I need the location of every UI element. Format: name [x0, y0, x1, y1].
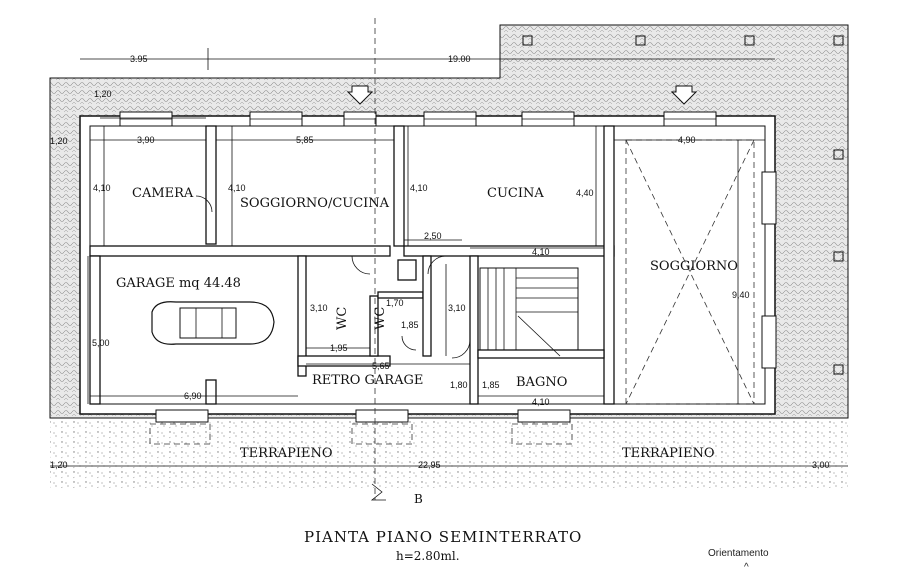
dim-180: 1,80	[450, 380, 468, 390]
windows-bottom	[149, 409, 573, 445]
dim-bagno-height: 1,85	[482, 380, 500, 390]
dim-wc1-width: 1,95	[330, 343, 348, 353]
windows-top	[119, 111, 717, 127]
dim-wc2-height: 1,85	[401, 320, 419, 330]
terrapieno-right: TERRAPIENO	[622, 446, 715, 461]
room-camera: CAMERA	[132, 186, 194, 201]
terrapieno-left: TERRAPIENO	[240, 446, 333, 461]
dim-bagno-width: 4,10	[532, 397, 550, 407]
room-soggiorno: SOGGIORNO	[650, 259, 738, 274]
windows-right	[761, 171, 777, 369]
dim-garage-height: 5,00	[92, 338, 110, 348]
drawing-subtitle: h=2.80ml.	[396, 549, 460, 563]
dim-soggiorno-cucina-width: 5,85	[296, 135, 314, 145]
room-cucina: CUCINA	[487, 186, 544, 201]
dim-bottom-right: 3,00	[812, 460, 830, 470]
room-garage: GARAGE mq 44.48	[116, 276, 241, 291]
dim-wc1-height: 3,10	[310, 303, 328, 313]
dim-250: 2,50	[424, 231, 442, 241]
room-bagno: BAGNO	[516, 375, 567, 390]
dim-soggiorno-width: 4,90	[678, 135, 696, 145]
dim-cucina-height-2: 4,40	[576, 188, 594, 198]
dim-120-b: 1,20	[50, 136, 68, 146]
dim-soggiorno-cucina-height: 4,10	[228, 183, 246, 193]
section-marker: B	[370, 483, 423, 506]
pillar-markers	[522, 35, 844, 375]
room-wc-2: WC	[373, 307, 388, 330]
dim-retro-width: 5,65	[372, 361, 390, 371]
section-mark-label: B	[414, 492, 423, 506]
car-icon	[151, 301, 275, 345]
dim-top-left: 3.95	[130, 54, 148, 64]
room-retro-garage: RETRO GARAGE	[312, 373, 423, 388]
room-soggiorno-cucina: SOGGIORNO/CUCINA	[240, 196, 390, 211]
dim-bottom-total: 22,95	[418, 460, 441, 470]
orientation-arrow-icon: ^	[744, 562, 749, 573]
dimension-lines	[50, 18, 848, 500]
dim-camera-width: 3,90	[137, 135, 155, 145]
vent-arrow-icons	[346, 85, 698, 105]
dim-top-total: 19.00	[448, 54, 471, 64]
dim-wc-width: 1,70	[386, 298, 404, 308]
dim-120-a: 1,20	[94, 89, 112, 99]
staircase	[479, 267, 579, 357]
dim-cucina-height: 4,10	[410, 183, 428, 193]
building	[79, 85, 777, 445]
dim-soggiorno-height: 9,40	[732, 290, 750, 300]
drawing-title: PIANTA PIANO SEMINTERRATO	[304, 528, 582, 546]
dim-garage-width: 6,90	[184, 391, 202, 401]
door-swings	[195, 195, 471, 359]
dim-hall-height: 3,10	[448, 303, 466, 313]
dim-camera-height: 4,10	[93, 183, 111, 193]
interior-walls	[89, 125, 615, 405]
room-wc-1: WC	[335, 307, 350, 330]
dim-bottom-left: 1,20	[50, 460, 68, 470]
orientation-label: Orientamento	[708, 548, 769, 559]
dim-cucina-width: 4,10	[532, 247, 550, 257]
